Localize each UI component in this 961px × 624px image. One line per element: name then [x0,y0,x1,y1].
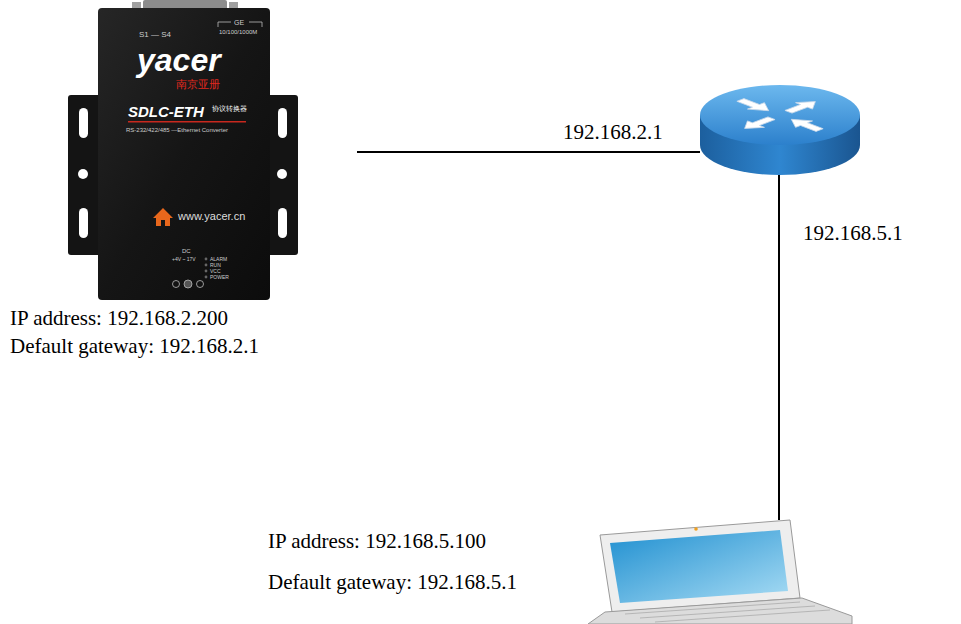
mounting-ear [266,95,298,255]
router-arrow [780,98,824,115]
laptop-keys [625,602,830,622]
brand-name: 南京亚册 [176,79,220,90]
router-top [700,85,860,145]
power-jack [173,281,180,288]
mounting-slot [79,208,88,238]
power-jack [184,280,192,288]
status-led [205,270,208,273]
power-label: +4V ~ 17V [172,257,196,262]
laptop-icon [588,520,852,624]
laptop-bezel [600,520,800,612]
laptop-screen [610,530,788,603]
address-caption: IP address: 192.168.2.200 [10,306,228,330]
interface-address: 192.168.2.1 [563,120,663,144]
router-icon [700,85,860,175]
status-led [205,258,208,261]
network-link [778,175,780,520]
led-label: POWER [210,275,229,280]
converter-device [68,0,298,300]
router-arrow [783,116,828,133]
mounting-slot [278,208,287,238]
router-arrow [736,115,780,132]
mounting-slot [278,108,287,138]
led-label: RUN [210,263,221,268]
laptop: IP address: 192.168.5.100Default gateway… [570,520,855,624]
model-subtitle: 协议转换器 [212,105,247,112]
address-caption: IP address: 192.168.5.100 [268,529,486,553]
mounting-hole [78,169,88,179]
router-arrows [732,97,828,134]
status-led [205,276,208,279]
laptop-led [694,527,698,531]
model-name: SDLC-ETH [128,104,204,119]
home-icon-door [161,220,165,226]
port-label: GE [234,19,244,26]
led-label: ALARM [210,257,227,262]
brand-underline [128,121,246,123]
brand-logo: yacer [137,44,221,76]
device-body [98,8,270,300]
laptop-base [588,598,852,624]
power-jack [197,281,204,288]
mounting-ear [68,95,102,255]
website-label: www.yacer.cn [178,211,245,222]
interface-address: 192.168.5.1 [803,221,903,245]
power-label: DC [182,248,191,254]
address-caption: Default gateway: 192.168.5.1 [268,570,517,594]
address-caption: Default gateway: 192.168.2.1 [10,334,259,358]
network-link [357,151,700,153]
mounting-hole [277,169,287,179]
port-label: 10/100/1000M [219,29,257,35]
router [700,85,860,175]
model-description: RS-232/422/485 —Ethernet Converter [126,127,228,133]
led-label: VCC [210,269,221,274]
home-icon [153,208,173,226]
mounting-slot [79,108,88,138]
status-led [205,264,208,267]
router-arrow [732,97,777,114]
port-label: S1 — S4 [139,31,171,39]
